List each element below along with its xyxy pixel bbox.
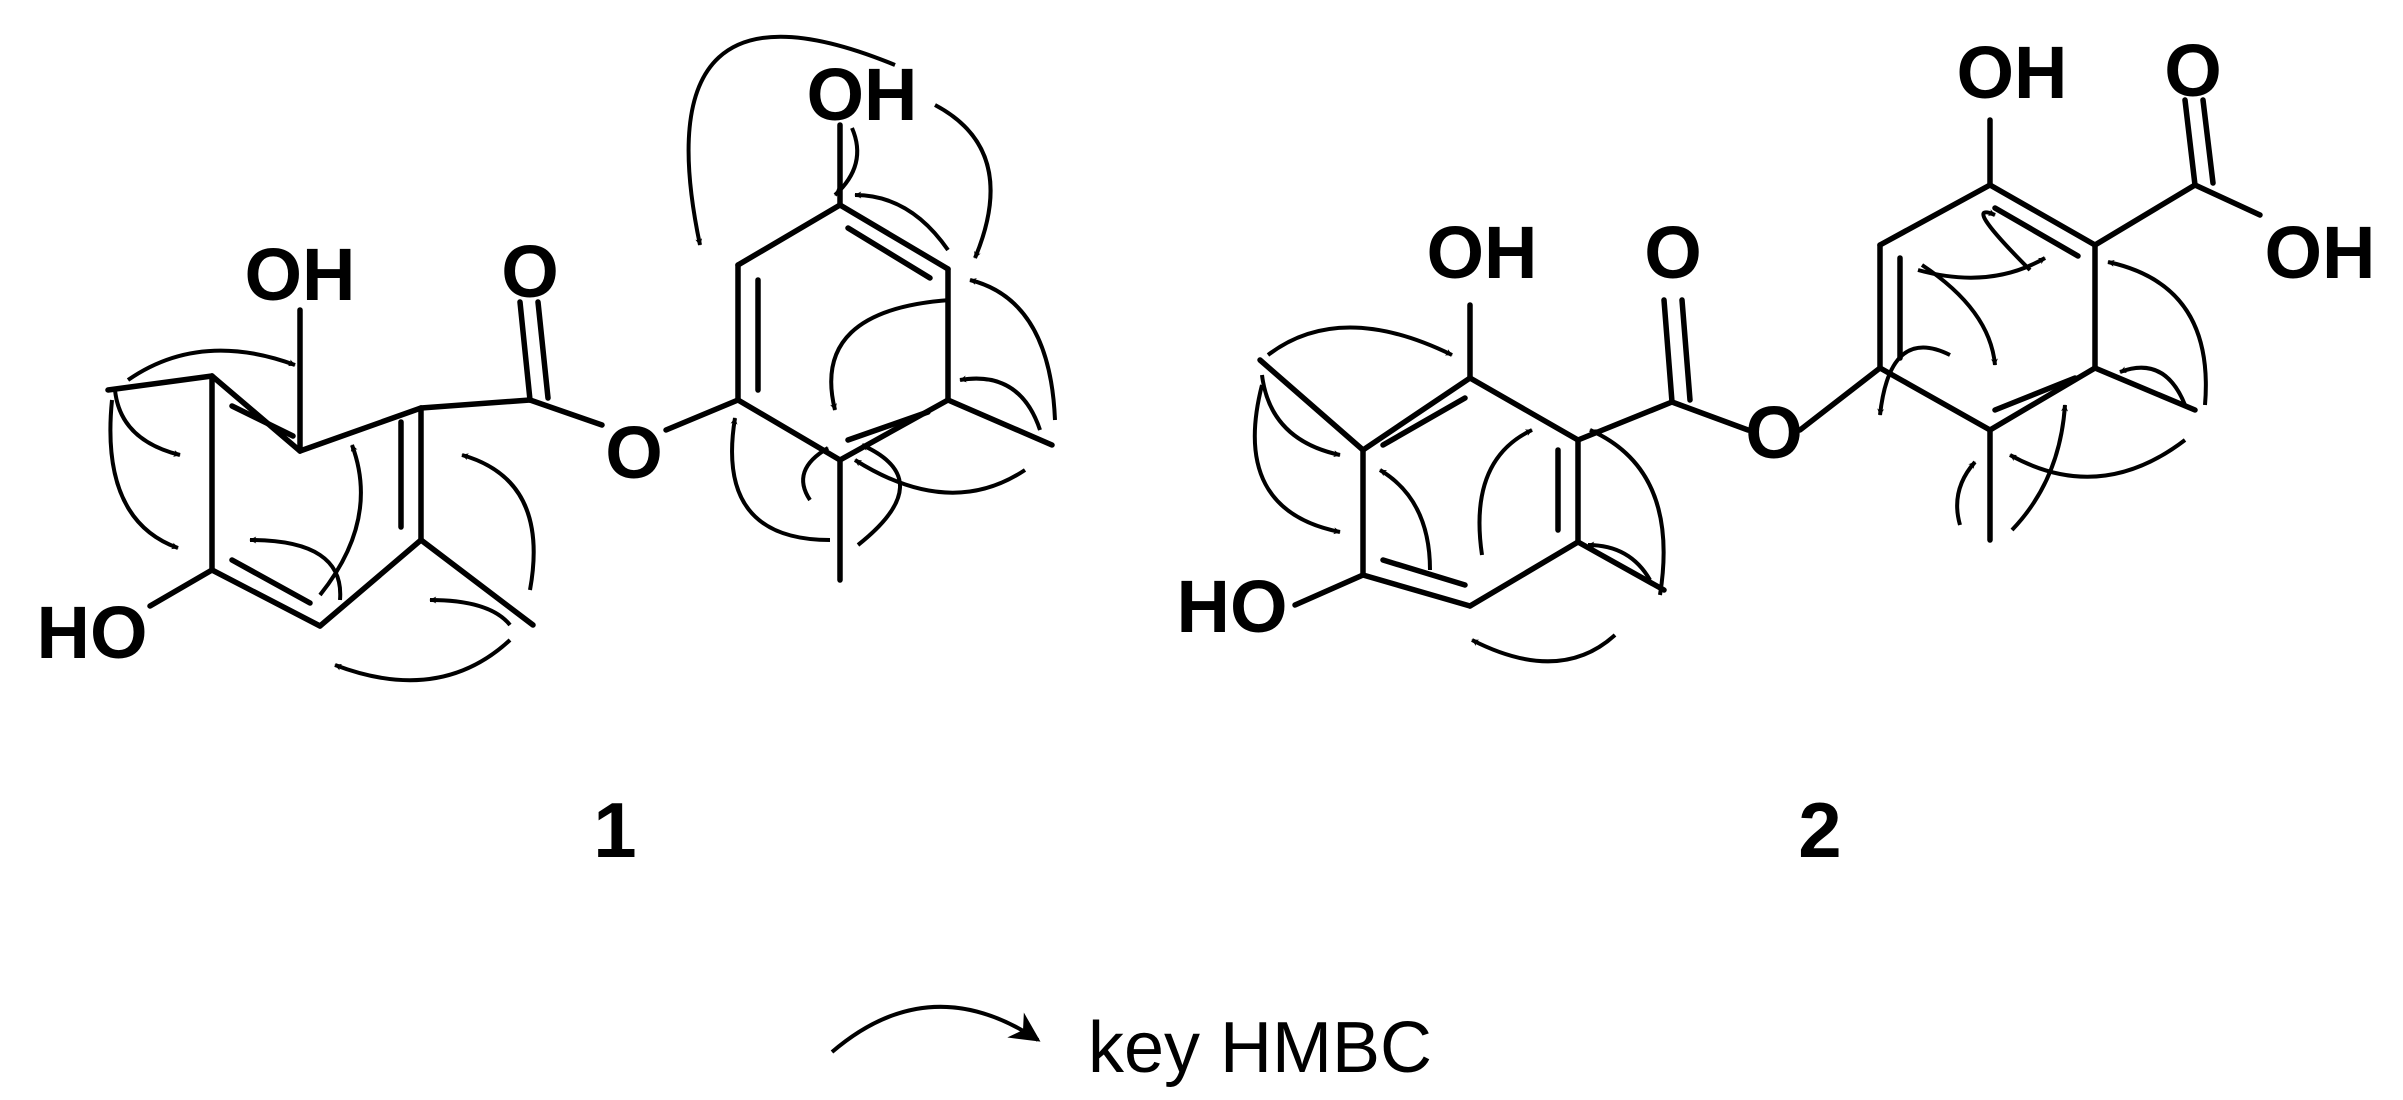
legend: key HMBC xyxy=(830,1004,1432,1088)
compound-2-carbonyl-o-label: O xyxy=(1644,211,1702,294)
compound-1-oh-a-label: OH xyxy=(245,233,356,316)
compound-1-ho-a-label: HO xyxy=(37,591,148,674)
compound-2-ester-o-label: O xyxy=(1745,391,1803,474)
compound-1-ring-a-bonds xyxy=(209,373,424,629)
compound-1-structure: OH HO O O OH xyxy=(37,34,1057,683)
compound-1-ring-b-bonds xyxy=(735,202,951,463)
compound-2-acid-oh-label: OH xyxy=(2265,211,2376,294)
compound-2-number: 2 xyxy=(1798,786,1841,874)
compound-2-ring-b-substituent-bonds xyxy=(1987,97,2263,543)
compound-2-ring-a-bonds xyxy=(1360,375,1581,609)
compound-2-ring-b-bonds xyxy=(1877,182,2098,433)
compound-2-ho-a-label: HO xyxy=(1177,565,1288,648)
compound-1-hmbc-arrows xyxy=(108,34,1057,683)
compound-2-oh-b-label: OH xyxy=(1957,31,2068,114)
compound-2-acid-carbonyl-o-label: O xyxy=(2164,29,2222,112)
legend-label: key HMBC xyxy=(1088,1008,1432,1088)
compound-1-carbonyl-o-label: O xyxy=(501,230,559,313)
compound-1-ester-o-label: O xyxy=(605,411,663,494)
compound-2-substituent-bonds xyxy=(1257,297,1883,608)
curved-arrow-icon xyxy=(830,1004,1041,1054)
compound-1-oh-b-label: OH xyxy=(807,53,918,136)
compound-1-substituent-bonds xyxy=(105,299,741,628)
compound-1-number: 1 xyxy=(593,786,636,874)
compound-2-structure: OH HO O O OH O OH xyxy=(1177,29,2376,664)
compound-2-oh-a-label: OH xyxy=(1427,211,1538,294)
compound-2-hmbc-arrows xyxy=(1252,209,2208,664)
